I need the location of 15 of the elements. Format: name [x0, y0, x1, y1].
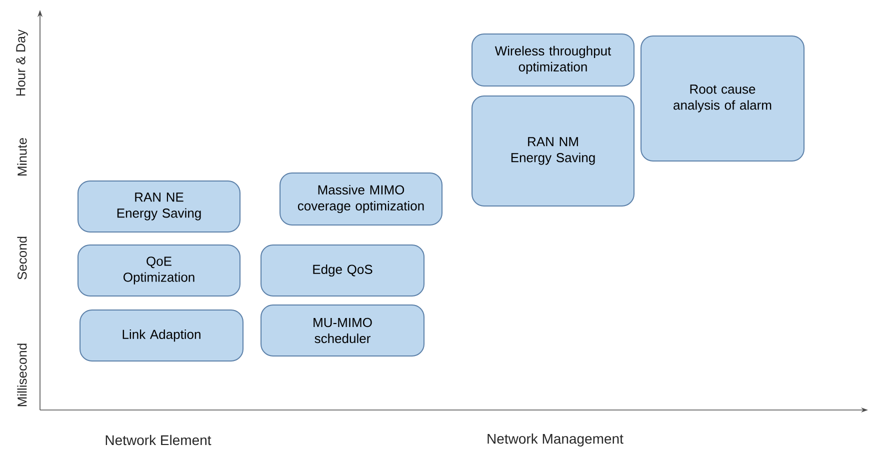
axis-label: Hour & Day	[16, 29, 28, 96]
axis-label: Minute	[17, 138, 27, 176]
process-box: MU-MIMO scheduler	[260, 304, 424, 356]
process-box: Wireless throughput optimization	[472, 34, 634, 86]
process-box: Edge QoS	[260, 244, 424, 296]
axis-label: Network Element	[106, 434, 212, 446]
process-box: RAN NE Energy Saving	[78, 180, 240, 232]
axis-label: Millisecond	[17, 344, 27, 406]
axis-label: Network Management	[488, 433, 624, 447]
process-box: RAN NM Energy Saving	[472, 96, 634, 206]
process-box: Link Adaption	[80, 310, 244, 362]
axis-label: Second	[17, 236, 27, 280]
process-box: Massive MIMO coverage optimization	[280, 172, 442, 226]
process-box: QoE Optimization	[78, 244, 240, 296]
process-box: Root cause analysis of alarm	[640, 36, 804, 162]
